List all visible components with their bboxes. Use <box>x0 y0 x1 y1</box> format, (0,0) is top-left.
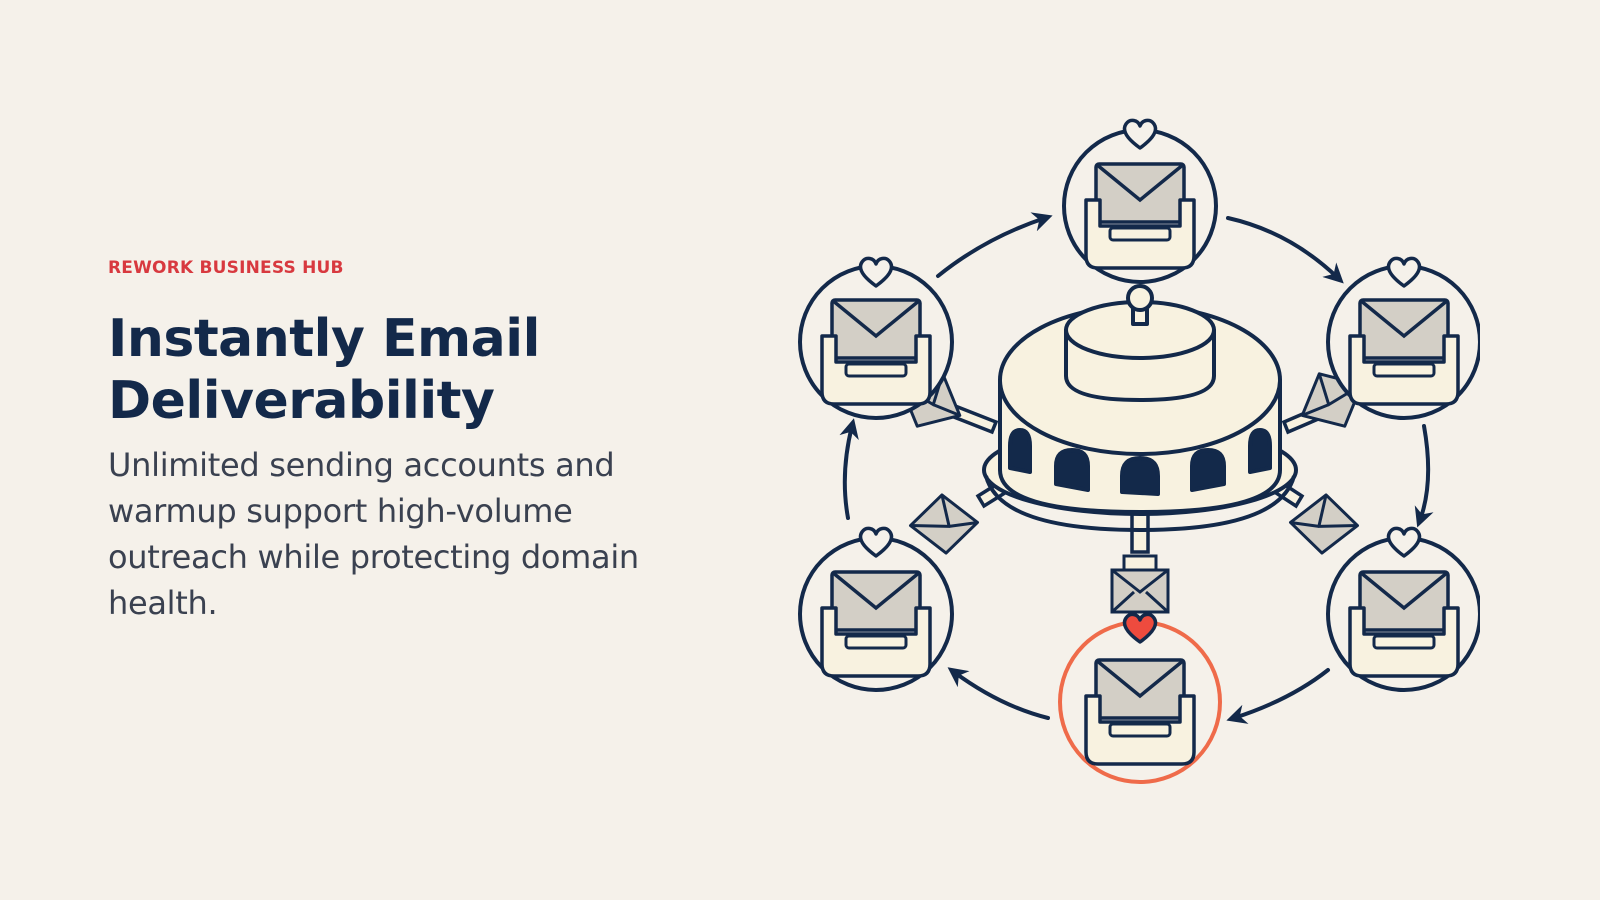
page-title: Instantly Email Deliverability <box>108 309 540 431</box>
envelope-icon <box>892 365 1370 614</box>
inbox-icon <box>798 128 1480 784</box>
hero-description: Unlimited sending accounts and warmup su… <box>108 446 639 622</box>
hero-text: REWORK BUSINESS HUB Instantly Email Deli… <box>108 258 668 626</box>
eyebrow-label: REWORK BUSINESS HUB <box>108 258 344 278</box>
email-warmup-illustration <box>798 118 1480 784</box>
cycle-arrow-icon <box>839 212 1434 724</box>
heart-icon <box>858 118 1422 644</box>
hub-icon <box>982 284 1298 532</box>
